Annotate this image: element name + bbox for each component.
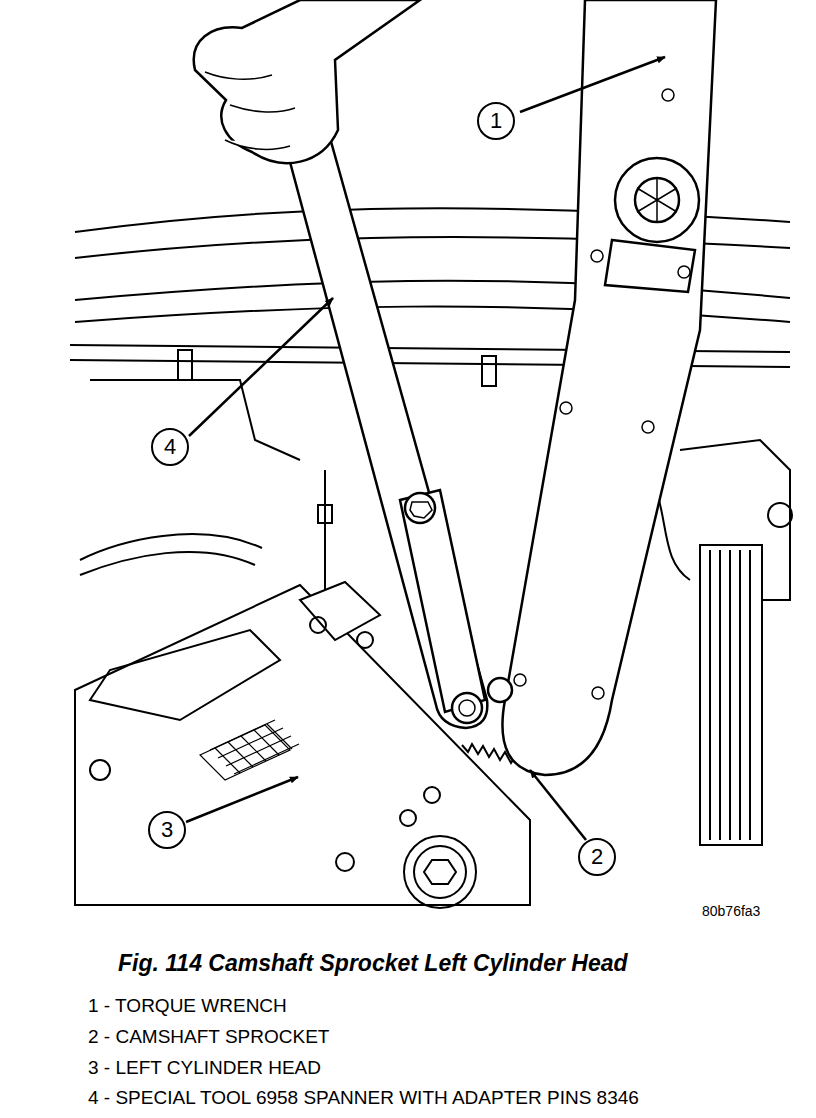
callout-number: 4 [164, 434, 176, 460]
callout-number: 3 [161, 817, 173, 843]
figure-caption: Fig. 114 Camshaft Sprocket Left Cylinder… [118, 950, 628, 977]
legend-item: 1 - TORQUE WRENCH [88, 995, 287, 1017]
callout-number: 2 [591, 844, 603, 870]
spanner-tool [272, 95, 512, 728]
figure-code: 80b76fa3 [702, 903, 760, 919]
hand [194, 0, 420, 163]
callout-circles [149, 103, 615, 875]
legend-item: 3 - LEFT CYLINDER HEAD [88, 1057, 321, 1079]
callout-number: 1 [490, 108, 502, 134]
legend-item: 4 - SPECIAL TOOL 6958 SPANNER WITH ADAPT… [88, 1087, 639, 1109]
legend-item: 2 - CAMSHAFT SPROCKET [88, 1026, 329, 1048]
torque-wrench [502, 0, 716, 775]
leader-lines [186, 57, 665, 840]
